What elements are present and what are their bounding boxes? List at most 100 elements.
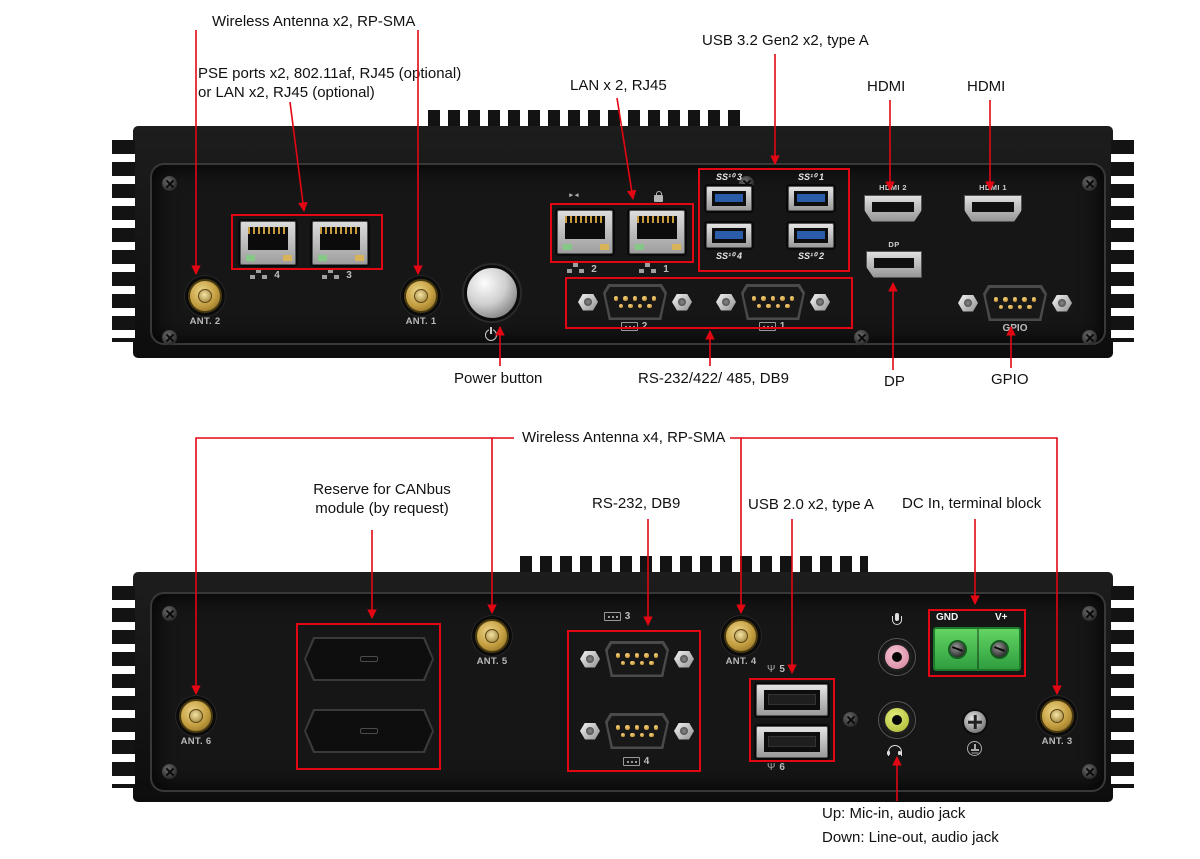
db9-pin	[618, 303, 623, 308]
lan-port-2	[557, 210, 613, 254]
lock-icon	[654, 191, 663, 202]
db9-body	[605, 713, 669, 749]
callout-power-button: Power button	[454, 370, 543, 387]
antenna-connector-ant3	[1040, 699, 1074, 733]
dp-port	[866, 251, 922, 278]
usb3-port-1	[788, 186, 834, 211]
db9-pin-row	[620, 660, 654, 665]
db9-pin-row	[993, 297, 1037, 302]
callout-hdmi-left: HDMI	[867, 78, 906, 95]
network-icon	[256, 269, 262, 273]
panel-screw	[843, 712, 858, 727]
callout-dp: DP	[884, 373, 905, 390]
db9-pin-row	[998, 304, 1032, 309]
db9-2-label: 2	[608, 321, 660, 332]
usb-ss1-label: SS¹⁰ 1	[797, 172, 825, 182]
db9-serial-port-3	[580, 641, 694, 677]
antenna-connector-ant5	[475, 619, 509, 653]
db9-pin	[789, 296, 795, 301]
callout-pse-ports-line2: or LAN x2, RJ45 (optional)	[198, 84, 375, 101]
callout-audio-up: Up: Mic-in, audio jack	[822, 805, 966, 822]
usb-ss3-label: SS¹⁰ 3	[715, 172, 743, 182]
usb3-port-3	[706, 186, 752, 211]
hdmi-port-2	[864, 195, 922, 222]
db9-screw-nut	[674, 722, 694, 740]
db9-4-label: 4	[610, 756, 662, 767]
db9-pin	[644, 725, 649, 730]
rj45-4-label: 4	[246, 269, 290, 281]
hdmi-port-1	[964, 195, 1022, 222]
db9-pin	[620, 660, 625, 665]
rj45-3-label: 3	[318, 269, 362, 281]
serial-port-icon	[603, 612, 621, 621]
usb-ss4-label: SS¹⁰ 4	[715, 251, 743, 261]
callout-canbus-line1: Reserve for CANbus	[313, 481, 451, 498]
antenna-connector-ant6	[179, 699, 213, 733]
db9-screw-nut	[580, 650, 600, 668]
callout-usb32: USB 3.2 Gen2 x2, type A	[702, 32, 869, 49]
db9-pin-row	[756, 303, 790, 308]
callout-wireless-antenna-x4: Wireless Antenna x4, RP-SMA	[522, 429, 726, 446]
db9-serial-port-2	[578, 284, 692, 320]
canbus-blank-face	[306, 639, 432, 679]
db9-pin-row	[613, 296, 657, 301]
db9-pin-row	[751, 296, 795, 301]
db9-pin	[649, 660, 654, 665]
ant2-label: ANT. 2	[189, 316, 221, 327]
db9-pin	[653, 725, 659, 730]
db9-pin	[766, 303, 771, 308]
lan-2-label: 2	[563, 263, 607, 275]
lan-activity-icon: ►◄	[568, 192, 580, 199]
panel-screw	[1082, 330, 1097, 345]
db9-pin	[1008, 304, 1013, 309]
db9-body	[741, 284, 805, 320]
grounding-screw	[962, 709, 988, 735]
rj45-port-4	[240, 221, 296, 265]
db9-pin	[620, 732, 625, 737]
db9-pin	[775, 303, 780, 308]
usb-ss2-label: SS¹⁰ 2	[797, 251, 825, 261]
canbus-blank-slot	[360, 656, 378, 662]
usb-icon: Ψ	[767, 762, 776, 773]
serial-port-icon	[622, 757, 640, 766]
canbus-blank-slot	[360, 728, 378, 734]
db9-screw-nut	[716, 293, 736, 311]
panel-screw	[162, 606, 177, 621]
db9-pin	[785, 303, 790, 308]
network-icon	[328, 269, 334, 273]
gpio-port	[958, 285, 1072, 321]
mic-icon	[891, 613, 903, 629]
top-chassis-right-fins	[1111, 140, 1134, 342]
callout-lan: LAN x 2, RJ45	[570, 77, 667, 94]
callout-canbus-line2: module (by request)	[315, 499, 449, 517]
line-out-icon	[887, 745, 902, 756]
db9-pin	[651, 296, 657, 301]
db9-screw-nut	[578, 293, 598, 311]
db9-pin	[770, 296, 776, 301]
callout-pse-ports-line1: PSE ports x2, 802.11af, RJ45 (optional)	[198, 65, 462, 82]
db9-pin	[756, 303, 761, 308]
db9-pin-row	[620, 732, 654, 737]
ant6-label: ANT. 6	[180, 736, 212, 747]
vplus-label: V+	[995, 612, 1008, 623]
panel-screw	[162, 764, 177, 779]
panel-screw	[1082, 606, 1097, 621]
panel-screw	[1082, 176, 1097, 191]
ant5-label: ANT. 5	[476, 656, 508, 667]
antenna-connector-ant2	[188, 279, 222, 313]
db9-pin	[639, 660, 644, 665]
callout-wireless-antenna-x2: Wireless Antenna x2, RP-SMA	[212, 13, 416, 30]
ground-symbol-icon	[967, 741, 982, 756]
db9-pin	[653, 653, 659, 658]
callout-dc-in: DC In, terminal block	[902, 495, 1042, 512]
db9-pin	[634, 653, 640, 658]
canbus-blank-cutout-top	[304, 637, 434, 681]
db9-pin	[613, 296, 619, 301]
db9-pin	[630, 660, 635, 665]
db9-pin	[632, 296, 638, 301]
db9-1-label: 1	[746, 321, 798, 332]
callout-rs232-db9: RS-232/422/ 485, DB9	[638, 370, 789, 387]
